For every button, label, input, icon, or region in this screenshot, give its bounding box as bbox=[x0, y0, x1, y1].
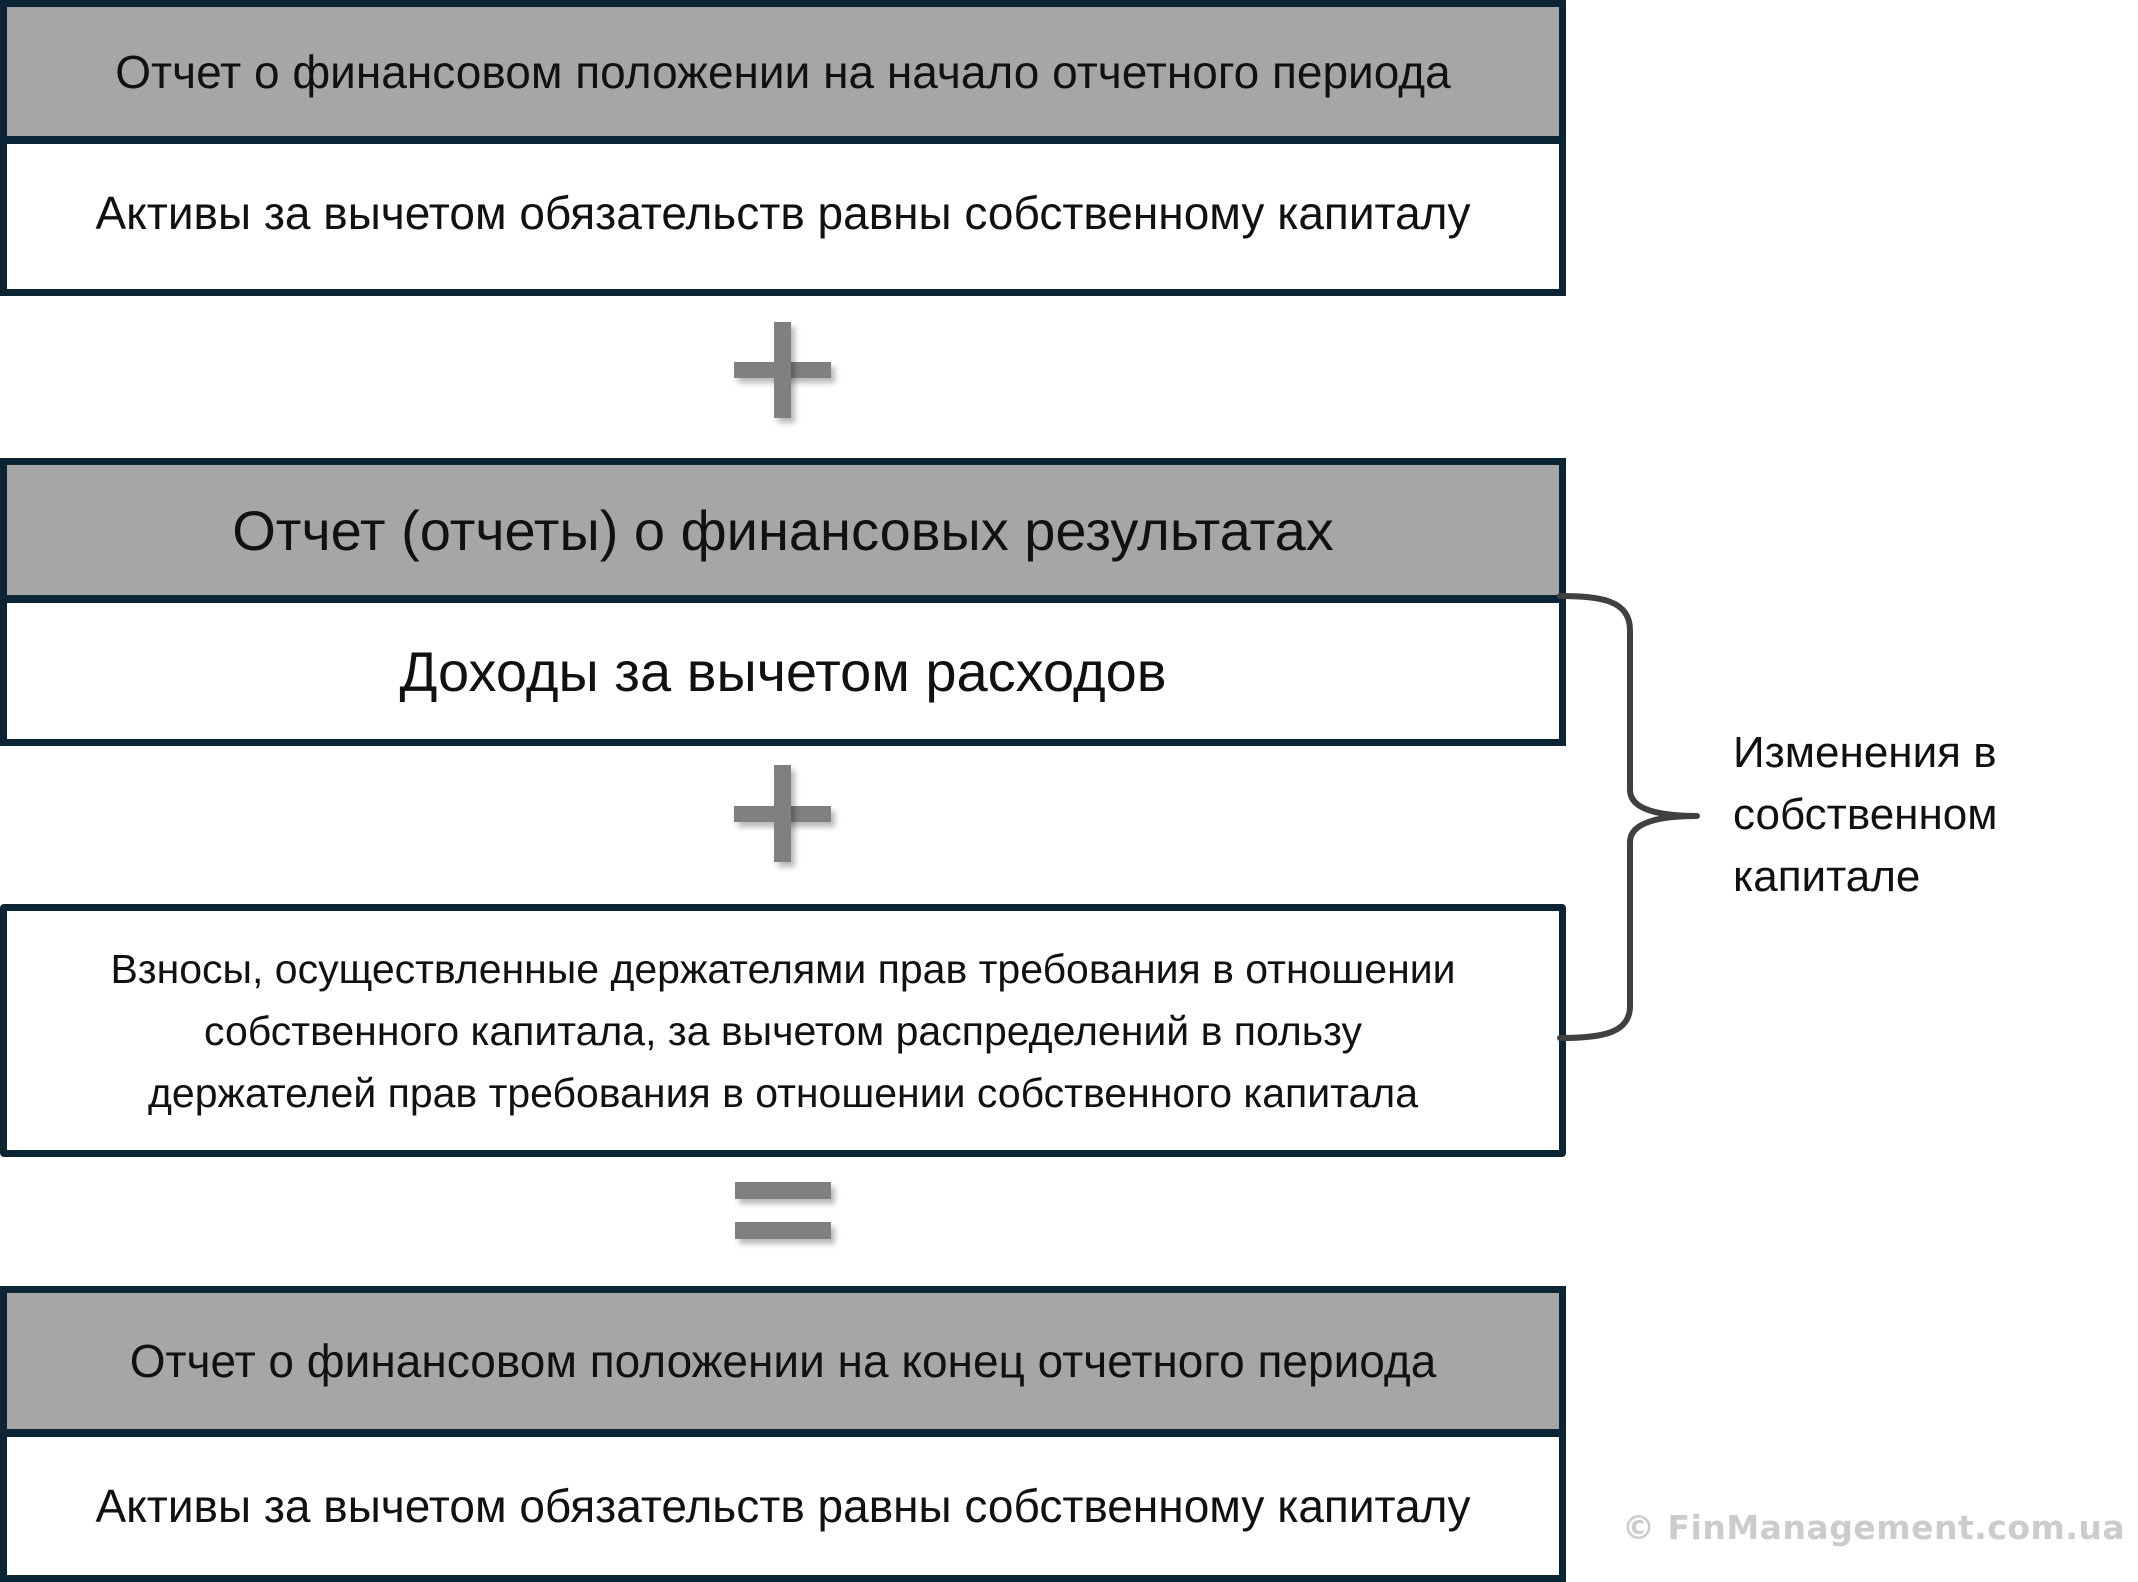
block-header: Отчет о финансовом положении на конец от… bbox=[7, 1293, 1559, 1437]
block-body: Доходы за вычетом расходов bbox=[7, 603, 1559, 739]
owner-contributions-block: Взносы, осуществленные держателями прав … bbox=[0, 904, 1566, 1157]
block-header: Отчет о финансовом положении на начало о… bbox=[7, 7, 1559, 144]
opening-financial-position-block: Отчет о финансовом положении на начало о… bbox=[0, 0, 1566, 296]
closing-position-equation: Активы за вычетом обязательств равны соб… bbox=[95, 1480, 1471, 1532]
income-less-expenses: Доходы за вычетом расходов bbox=[399, 639, 1167, 703]
closing-position-title: Отчет о финансовом положении на конец от… bbox=[129, 1335, 1437, 1387]
block-body: Взносы, осуществленные держателями прав … bbox=[7, 911, 1559, 1150]
equals-top-bar bbox=[735, 1182, 831, 1199]
opening-position-equation: Активы за вычетом обязательств равны соб… bbox=[95, 186, 1471, 239]
watermark: © FinManagement.com.ua bbox=[1622, 1508, 2126, 1547]
equity-changes-label: Изменения в собственном капитале bbox=[1733, 722, 1998, 908]
block-body: Активы за вычетом обязательств равны соб… bbox=[7, 144, 1559, 281]
contributions-line-3: держателей прав требования в отношении с… bbox=[147, 1069, 1419, 1116]
financial-results-title: Отчет (отчеты) о финансовых результатах bbox=[232, 498, 1334, 562]
opening-position-title: Отчет о финансовом положении на начало о… bbox=[115, 45, 1451, 98]
plus-vertical-bar bbox=[774, 765, 791, 862]
equals-bottom-bar bbox=[735, 1222, 831, 1239]
contributions-line-1: Взносы, осуществленные держателями прав … bbox=[110, 945, 1456, 992]
closing-financial-position-block: Отчет о финансовом положении на конец от… bbox=[0, 1286, 1566, 1582]
financial-results-block: Отчет (отчеты) о финансовых результатах … bbox=[0, 458, 1566, 746]
block-header: Отчет (отчеты) о финансовых результатах bbox=[7, 465, 1559, 603]
equity-changes-line-1: Изменения в bbox=[1733, 728, 1997, 777]
block-body: Активы за вычетом обязательств равны соб… bbox=[7, 1437, 1559, 1575]
equity-changes-line-3: капитале bbox=[1733, 852, 1921, 901]
plus-vertical-bar bbox=[774, 322, 791, 418]
contributions-line-2: собственного капитала, за вычетом распре… bbox=[204, 1007, 1362, 1054]
equity-changes-line-2: собственном bbox=[1733, 790, 1998, 839]
